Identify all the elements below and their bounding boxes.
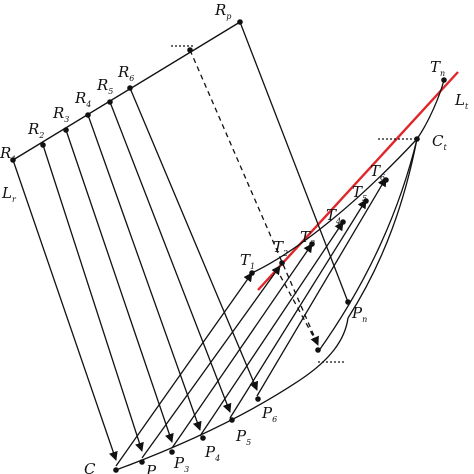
- point-t3: [309, 241, 315, 247]
- point-r3: [63, 127, 69, 133]
- point-t5: [363, 198, 369, 204]
- label-p3: P3: [173, 454, 189, 474]
- link-line-4: [199, 221, 344, 437]
- label-r1: R1: [0, 144, 16, 164]
- label-t3: T3: [300, 228, 315, 248]
- point-rp: [237, 19, 243, 25]
- point-r4: [85, 112, 91, 118]
- projection-line-r4: [87, 114, 202, 431]
- tangent-line-lt: [257, 71, 459, 291]
- label-t5: T5: [352, 183, 367, 203]
- point-pn: [345, 299, 351, 305]
- label-lr: Lr: [1, 184, 17, 204]
- right-curve: [317, 138, 418, 353]
- point-c: [113, 467, 119, 473]
- link-line-5: [229, 199, 367, 419]
- dashed-projection-1: [189, 49, 319, 346]
- label-r6: R6: [117, 63, 134, 83]
- label-pn: Pn: [351, 304, 367, 324]
- projection-line-r1: [12, 159, 118, 461]
- point-r1: [10, 157, 16, 163]
- projection-line-r2: [42, 144, 144, 452]
- label-c: C: [84, 460, 96, 474]
- label-p5: P5: [235, 427, 251, 447]
- label-r4: R4: [74, 89, 91, 109]
- label-r3: R3: [52, 104, 69, 124]
- projection-line-rp-pn: [239, 21, 349, 303]
- label-t2: T2: [273, 238, 288, 258]
- label-t6: T6: [370, 162, 385, 182]
- point-r5: [107, 99, 113, 105]
- point-p5: [229, 417, 235, 423]
- point-t4: [340, 219, 346, 225]
- point-mid: [187, 47, 193, 53]
- point-bottom-dotted: [315, 347, 321, 353]
- lower-curve: [115, 317, 349, 471]
- point-p6: [255, 396, 261, 402]
- projection-line-r5: [109, 101, 232, 413]
- projection-line-r6: [129, 87, 259, 391]
- label-r2: R2: [27, 120, 44, 140]
- label-p2: P2: [145, 462, 161, 474]
- point-t6: [383, 177, 389, 183]
- label-t1: T1: [240, 251, 255, 271]
- point-p2: [139, 459, 145, 465]
- label-tn: Tn: [430, 58, 445, 78]
- point-tn: [441, 77, 447, 83]
- link-line-1: [115, 272, 253, 467]
- label-lt: Lt: [454, 91, 469, 111]
- label-rp: Rp: [214, 1, 231, 21]
- point-ct: [414, 136, 420, 142]
- dashed-projection-2: [275, 267, 319, 346]
- point-r6: [127, 85, 133, 91]
- link-line-2: [141, 265, 281, 459]
- reference-line-lr: [12, 21, 241, 161]
- right-curve-2: [347, 138, 418, 319]
- label-r5: R5: [96, 76, 113, 96]
- label-p4: P4: [204, 443, 220, 463]
- point-r2: [40, 142, 46, 148]
- link-line-6: [256, 177, 387, 397]
- point-t1: [249, 270, 255, 276]
- link-line-3: [171, 243, 313, 449]
- label-p6: P6: [261, 404, 277, 424]
- label-t4: T4: [326, 206, 341, 226]
- projection-line-r3: [65, 129, 174, 443]
- label-ct: Ct: [432, 132, 447, 152]
- point-p4: [200, 435, 206, 441]
- point-p3: [169, 449, 175, 455]
- upper-curve: [251, 79, 445, 274]
- point-t2: [279, 260, 285, 266]
